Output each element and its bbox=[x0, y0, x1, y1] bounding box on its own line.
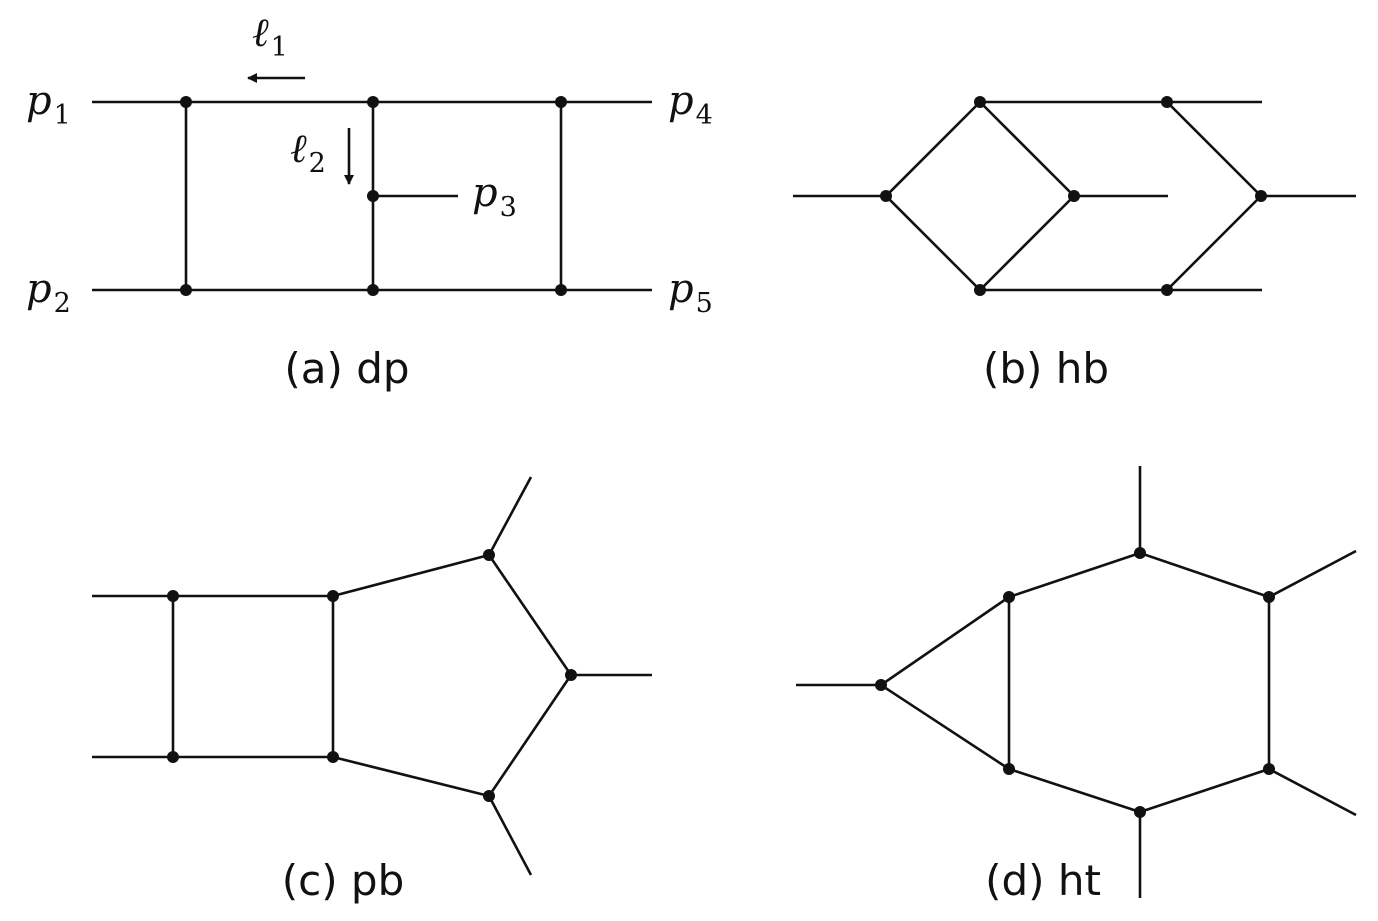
label-p3: p3 bbox=[472, 170, 517, 223]
label-p2: p2 bbox=[26, 266, 71, 319]
label-p1: p1 bbox=[26, 78, 71, 131]
caption-hb: (b) hb bbox=[983, 344, 1109, 393]
diagram-ht: (d) ht bbox=[796, 466, 1357, 905]
label-p4: p4 bbox=[668, 78, 713, 131]
ht-edges bbox=[796, 466, 1357, 898]
diagram-hb: (b) hb bbox=[793, 96, 1356, 393]
caption-ht: (d) ht bbox=[985, 856, 1101, 905]
pb-edges bbox=[92, 476, 652, 876]
hb-vertices bbox=[880, 96, 1267, 296]
caption-pb: (c) pb bbox=[282, 856, 405, 905]
caption-dp: (a) dp bbox=[284, 344, 409, 393]
diagram-dp: p1 p2 p3 p4 p5 ℓ1 ℓ2 (a) dp bbox=[26, 10, 713, 393]
label-p5: p5 bbox=[668, 266, 713, 319]
pb-vertices bbox=[167, 549, 577, 802]
diagram-pb: (c) pb bbox=[92, 476, 652, 905]
dp-vertices bbox=[180, 96, 567, 296]
ht-vertices bbox=[875, 547, 1275, 818]
label-l1: ℓ1 bbox=[252, 10, 288, 63]
hb-edges bbox=[793, 100, 1356, 292]
label-l2: ℓ2 bbox=[290, 126, 326, 179]
